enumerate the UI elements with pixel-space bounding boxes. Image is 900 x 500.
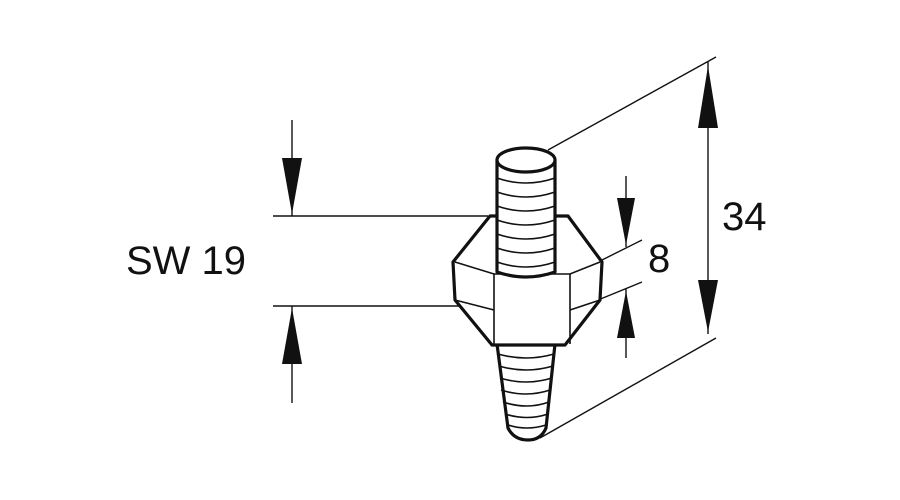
stud-threads: [496, 177, 556, 268]
arrow-down-icon: [698, 280, 718, 332]
extension-line-bottom: [539, 337, 717, 439]
upper-threaded-stud: [495, 146, 557, 279]
lower-threaded-tip: [495, 342, 557, 442]
arrow-down-icon: [617, 198, 635, 245]
arrow-up-icon: [282, 308, 302, 364]
stud-top-face: [495, 146, 557, 174]
hex-height-label: 8: [648, 237, 670, 281]
arrow-up-icon: [617, 291, 635, 338]
extension-line-top: [597, 239, 643, 263]
extension-line-bottom: [597, 281, 643, 301]
hex-height-dimension: 8: [597, 176, 670, 358]
wrench-size-dimension: SW 19: [126, 120, 488, 403]
stud-body: [495, 158, 557, 279]
hex-edge-left-lower: [454, 299, 495, 311]
tip-threads: [497, 353, 555, 429]
extension-line-top: [547, 56, 717, 151]
hex-edge-right-lower: [569, 299, 601, 311]
total-height-label: 34: [722, 195, 767, 239]
arrow-up-icon: [698, 66, 718, 128]
wrench-size-label: SW 19: [126, 239, 246, 283]
arrow-down-icon: [282, 158, 302, 214]
total-height-dimension: 34: [539, 56, 767, 439]
